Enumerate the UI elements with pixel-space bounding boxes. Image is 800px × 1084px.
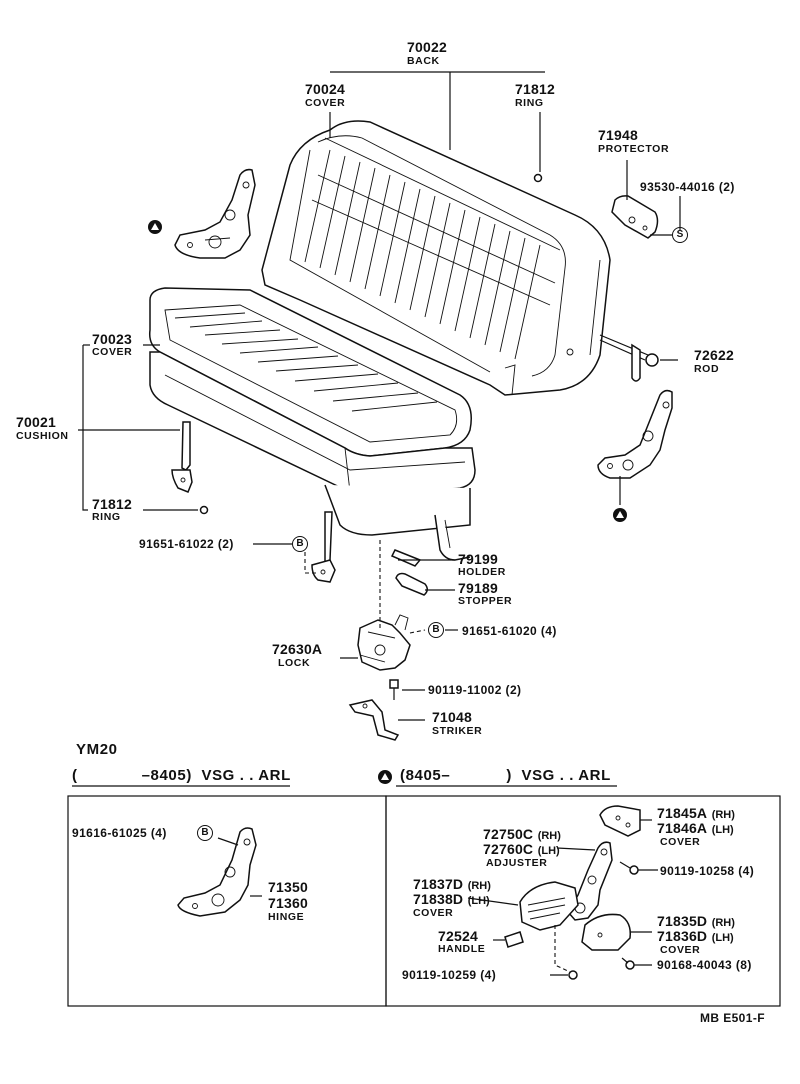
cushion-stitching	[174, 312, 438, 412]
bolt-lock-part-number: 91651-61020 (4)	[462, 624, 557, 638]
cushion-leg-left	[171, 421, 193, 493]
bolt-b-part-number: 90119-10259 (4)	[402, 968, 497, 982]
adjuster-name: ADJUSTER	[486, 857, 548, 869]
marker-b-hinge: B	[197, 825, 213, 841]
lock-bolt-illustration	[389, 679, 399, 700]
right-detail-box	[385, 795, 781, 1007]
cover-mid-illustration	[467, 881, 579, 931]
bolt-a-part-number: 90119-10258 (4)	[660, 864, 755, 878]
back-cover-part-number: 70024	[305, 81, 345, 97]
handle-name: HANDLE	[438, 943, 486, 955]
marker-s: S	[672, 227, 688, 243]
cushion-cover-name: COVER	[92, 346, 133, 358]
bolt-left-part-number: 91651-61022 (2)	[139, 537, 234, 551]
protector-illustration	[611, 195, 659, 239]
holder-name: HOLDER	[458, 566, 506, 578]
back-name: BACK	[407, 55, 440, 67]
ring-bottom-part-number: 71812	[92, 496, 132, 512]
bolt-striker-part-number: 90119-11002 (2)	[428, 683, 522, 697]
right-box-fasteners	[550, 861, 658, 980]
protector-part-number: 71948	[598, 127, 638, 143]
cover-low-part-b: 71836D (LH)	[657, 928, 734, 944]
cover-mid-name: COVER	[413, 907, 454, 919]
cover-low-part-a: 71835D (RH)	[657, 913, 735, 929]
ring-bottom-illustration	[199, 505, 209, 515]
screw-a-part-number: 90168-40043 (8)	[657, 958, 752, 972]
stopper-part-number: 79189	[458, 580, 498, 596]
holder-illustration	[390, 549, 422, 567]
hinge-part-number-a: 71350	[268, 879, 308, 895]
cover-low-illustration	[581, 913, 652, 951]
ring-bottom-name: RING	[92, 511, 121, 523]
seat-back-illustration	[261, 120, 611, 396]
model-code: YM20	[76, 741, 118, 758]
striker-name: STRIKER	[432, 725, 483, 737]
back-part-number: 70022	[407, 39, 447, 55]
back-cover-name: COVER	[305, 97, 346, 109]
striker-part-number: 71048	[432, 709, 472, 725]
stopper-name: STOPPER	[458, 595, 513, 607]
section-left-header: (–8405) VSG . . ARL	[72, 767, 291, 784]
lock-part-number: 72630A	[272, 641, 323, 657]
figure-code: MB E501-F	[700, 1011, 765, 1025]
ring-top-illustration	[533, 173, 543, 183]
holder-part-number: 79199	[458, 551, 498, 567]
cushion-cover-part-number: 70023	[92, 331, 132, 347]
section-right-header: (8405–) VSG . . ARL	[400, 767, 611, 784]
cushion-name: CUSHION	[16, 430, 69, 442]
cover-top-part-b: 71846A (LH)	[657, 820, 734, 836]
seat-cushion-illustration	[148, 287, 476, 561]
rod-illustration	[599, 334, 659, 382]
rod-part-number: 72622	[694, 347, 734, 363]
leader-lines	[78, 71, 681, 721]
hinge-illustration	[177, 827, 262, 917]
ring-top-name: RING	[515, 97, 544, 109]
protector-name: PROTECTOR	[598, 143, 670, 155]
marker-b-lock: B	[428, 622, 444, 638]
back-bracket-right	[597, 389, 673, 479]
hinge-name: HINGE	[268, 911, 305, 923]
back-bracket-left	[174, 168, 256, 259]
back-stitching	[304, 149, 541, 360]
triangle-marker-section	[378, 770, 392, 784]
ring-top-part-number: 71812	[515, 81, 555, 97]
adjuster-part-b: 72760C (LH)	[483, 841, 560, 857]
lock-name: LOCK	[278, 657, 311, 669]
cover-top-name: COVER	[660, 836, 701, 848]
stopper-illustration	[395, 572, 428, 596]
cover-top-illustration	[599, 805, 652, 837]
striker-illustration	[348, 699, 400, 741]
triangle-marker-left	[148, 220, 162, 234]
cover-mid-part-a: 71837D (RH)	[413, 876, 491, 892]
triangle-marker-right	[613, 508, 627, 522]
adjuster-part-a: 72750C (RH)	[483, 826, 561, 842]
handle-part-number: 72524	[438, 928, 478, 944]
rod-name: ROD	[694, 363, 720, 375]
handle-illustration	[493, 931, 524, 948]
screw-s-part-number: 93530-44016 (2)	[640, 180, 735, 194]
cover-top-part-a: 71845A (RH)	[657, 805, 735, 821]
hinge-part-number-b: 71360	[268, 895, 308, 911]
marker-b-left: B	[292, 536, 308, 552]
cushion-leg-middle	[311, 511, 336, 583]
cover-low-name: COVER	[660, 944, 701, 956]
lock-illustration	[357, 614, 411, 671]
cover-mid-part-b: 71838D (LH)	[413, 891, 490, 907]
cushion-part-number: 70021	[16, 414, 56, 430]
left-box-bolt-part-number: 91616-61025 (4)	[72, 826, 167, 840]
